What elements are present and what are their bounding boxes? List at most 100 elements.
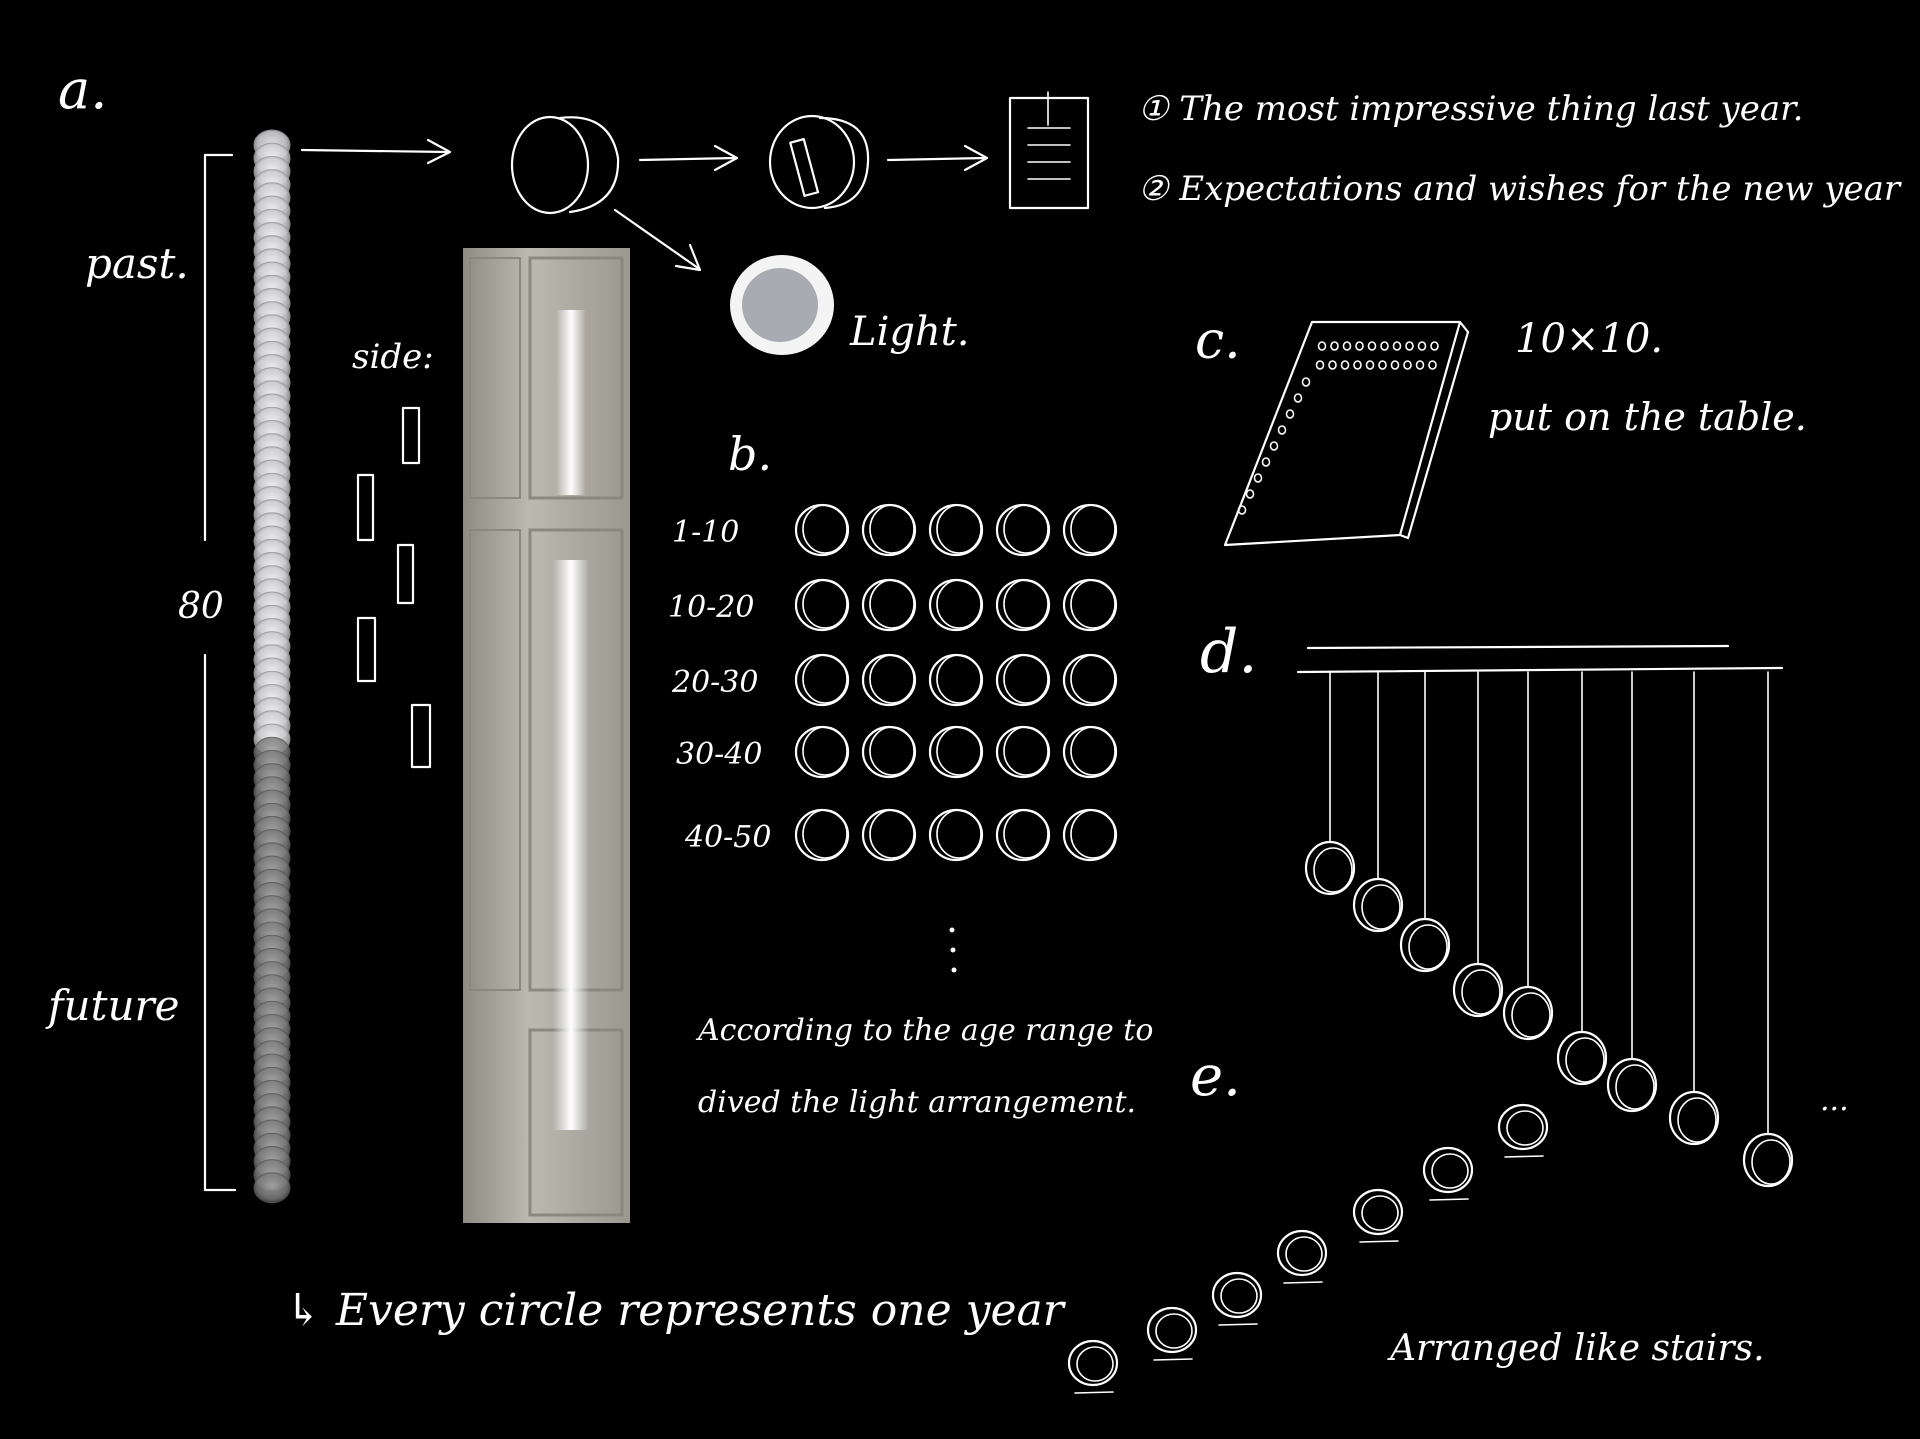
assembly-flow bbox=[300, 91, 1090, 272]
pendant-light-inner bbox=[1615, 1064, 1655, 1110]
note-every-circle: ↳ Every circle represents one year bbox=[285, 1285, 1067, 1336]
year-light-circle-inner bbox=[936, 726, 982, 776]
year-light-circle-inner bbox=[1003, 809, 1049, 859]
stair-light bbox=[1422, 1146, 1474, 1194]
board-dot bbox=[1365, 360, 1375, 370]
year-light-circle-inner bbox=[1070, 504, 1116, 554]
label-ellipsis-e: ... bbox=[1820, 1083, 1849, 1118]
board-dot bbox=[1245, 489, 1255, 499]
board-dot bbox=[1261, 457, 1271, 467]
pendant-light bbox=[1399, 917, 1451, 973]
board-dot bbox=[1277, 425, 1287, 435]
label-side: side: bbox=[352, 337, 434, 377]
year-light-circle-inner bbox=[869, 809, 915, 859]
board-dot bbox=[1392, 341, 1402, 351]
board-dot bbox=[1367, 341, 1377, 351]
note-stairs: Arranged like stairs. bbox=[1387, 1328, 1765, 1369]
year-light-circle-inner bbox=[1003, 504, 1049, 554]
board-dot bbox=[1315, 360, 1325, 370]
pendant-light-inner bbox=[1313, 847, 1353, 893]
board-dot bbox=[1430, 341, 1439, 351]
board-dot bbox=[1301, 377, 1311, 387]
light-disc bbox=[730, 255, 834, 355]
year-light-circle-inner bbox=[802, 654, 848, 704]
label-past: past. bbox=[85, 239, 189, 288]
year-light-circle-inner bbox=[936, 654, 982, 704]
cylinder-with-scroll-sketch bbox=[768, 114, 856, 210]
year-light-circle-inner bbox=[802, 726, 848, 776]
pendant-light bbox=[1668, 1090, 1720, 1146]
board-dot bbox=[1317, 341, 1327, 351]
age-row-label: 30-40 bbox=[676, 737, 762, 772]
stair-light-inner bbox=[1220, 1278, 1258, 1314]
pendant-light-inner bbox=[1511, 992, 1551, 1038]
note-according-2: dived the light arrangement. bbox=[698, 1085, 1136, 1120]
stair-light-inner bbox=[1285, 1236, 1323, 1272]
stair-step bbox=[1218, 1323, 1258, 1326]
year-bead-column bbox=[253, 129, 291, 1204]
side-view-marks bbox=[356, 406, 432, 769]
note-according-1: According to the age range to bbox=[695, 1013, 1153, 1048]
label-e: e. bbox=[1190, 1044, 1241, 1109]
door-light-strip-lower bbox=[553, 560, 589, 1130]
board-dot bbox=[1415, 360, 1425, 370]
pendant-light-inner bbox=[1565, 1037, 1605, 1083]
stair-light bbox=[1276, 1229, 1328, 1277]
year-light-circle-inner bbox=[869, 654, 915, 704]
year-light-circle-inner bbox=[1070, 726, 1116, 776]
label-c: c. bbox=[1195, 311, 1241, 371]
year-light-circle-inner bbox=[1070, 579, 1116, 629]
year-light-circle-inner bbox=[1070, 654, 1116, 704]
door-light-strip-upper bbox=[556, 310, 586, 495]
age-row-label: 40-50 bbox=[684, 820, 771, 855]
stair-step bbox=[1504, 1155, 1544, 1158]
label-80: 80 bbox=[178, 586, 224, 627]
board-dot bbox=[1269, 441, 1279, 451]
stair-light-inner bbox=[1506, 1110, 1544, 1146]
board-dot bbox=[1417, 341, 1427, 351]
stair-light bbox=[1352, 1188, 1404, 1236]
stair-light-inner bbox=[1155, 1313, 1193, 1349]
stair-light bbox=[1497, 1103, 1549, 1151]
note-item2: ② Expectations and wishes for the new ye… bbox=[1138, 169, 1902, 209]
door-photo bbox=[463, 248, 630, 1223]
pendant-light-inner bbox=[1677, 1097, 1717, 1143]
board-dot bbox=[1428, 360, 1437, 370]
board-dot bbox=[1330, 341, 1339, 351]
pendant-light bbox=[1304, 840, 1356, 896]
stair-light bbox=[1211, 1271, 1263, 1319]
board-dot bbox=[1405, 341, 1414, 351]
year-light-circle-inner bbox=[869, 726, 915, 776]
label-grid-size: 10×10. bbox=[1515, 316, 1663, 362]
year-light-circle-inner bbox=[1070, 809, 1116, 859]
note-paper-sketch bbox=[1008, 96, 1090, 210]
board-dot bbox=[1353, 360, 1362, 370]
pendant-light bbox=[1352, 877, 1404, 933]
cylinder-sketch bbox=[510, 115, 590, 215]
board-dot bbox=[1380, 341, 1389, 351]
rail-bottom bbox=[1296, 666, 1784, 674]
year-bead bbox=[253, 1172, 291, 1204]
year-light-circle-inner bbox=[869, 579, 915, 629]
stair-light bbox=[1067, 1339, 1119, 1387]
board-dot bbox=[1390, 360, 1400, 370]
stair-step bbox=[1359, 1240, 1399, 1243]
board-dot bbox=[1355, 341, 1364, 351]
vertical-ellipsis bbox=[949, 927, 957, 973]
year-light-circle-inner bbox=[936, 809, 982, 859]
stair-step bbox=[1074, 1391, 1114, 1394]
board-dot bbox=[1328, 360, 1337, 370]
pendant-light bbox=[1556, 1030, 1608, 1086]
label-light: Light. bbox=[849, 309, 970, 355]
age-row-label: 1-10 bbox=[672, 515, 739, 550]
label-a: a. bbox=[58, 58, 107, 121]
age-bracket bbox=[203, 153, 237, 1192]
board-dot bbox=[1285, 409, 1295, 419]
hanging-lights bbox=[1304, 671, 1794, 1188]
label-future: future bbox=[45, 981, 179, 1030]
label-put-on-table: put on the table. bbox=[1488, 395, 1807, 439]
year-light-circle-inner bbox=[1003, 579, 1049, 629]
stair-step bbox=[1283, 1281, 1323, 1284]
stair-step bbox=[1153, 1358, 1193, 1361]
